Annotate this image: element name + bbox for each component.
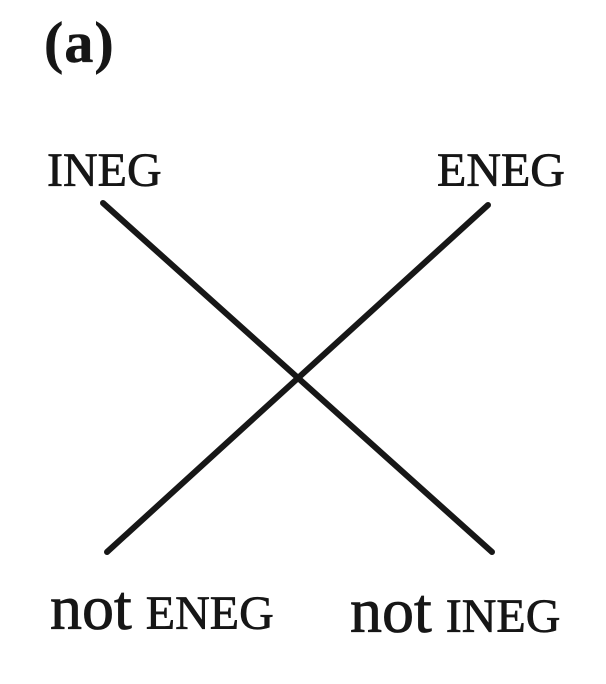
- term-eneg: ENEG: [145, 587, 274, 640]
- diagonal-line-eneg-to-not-eneg: [104, 202, 491, 555]
- not-prefix: not: [350, 575, 433, 646]
- node-label-ineg: INEG: [47, 144, 162, 197]
- not-prefix: not: [50, 572, 133, 643]
- node-label-eneg: ENEG: [437, 144, 566, 197]
- panel-label: (a): [44, 10, 115, 75]
- term-ineg: INEG: [445, 590, 561, 643]
